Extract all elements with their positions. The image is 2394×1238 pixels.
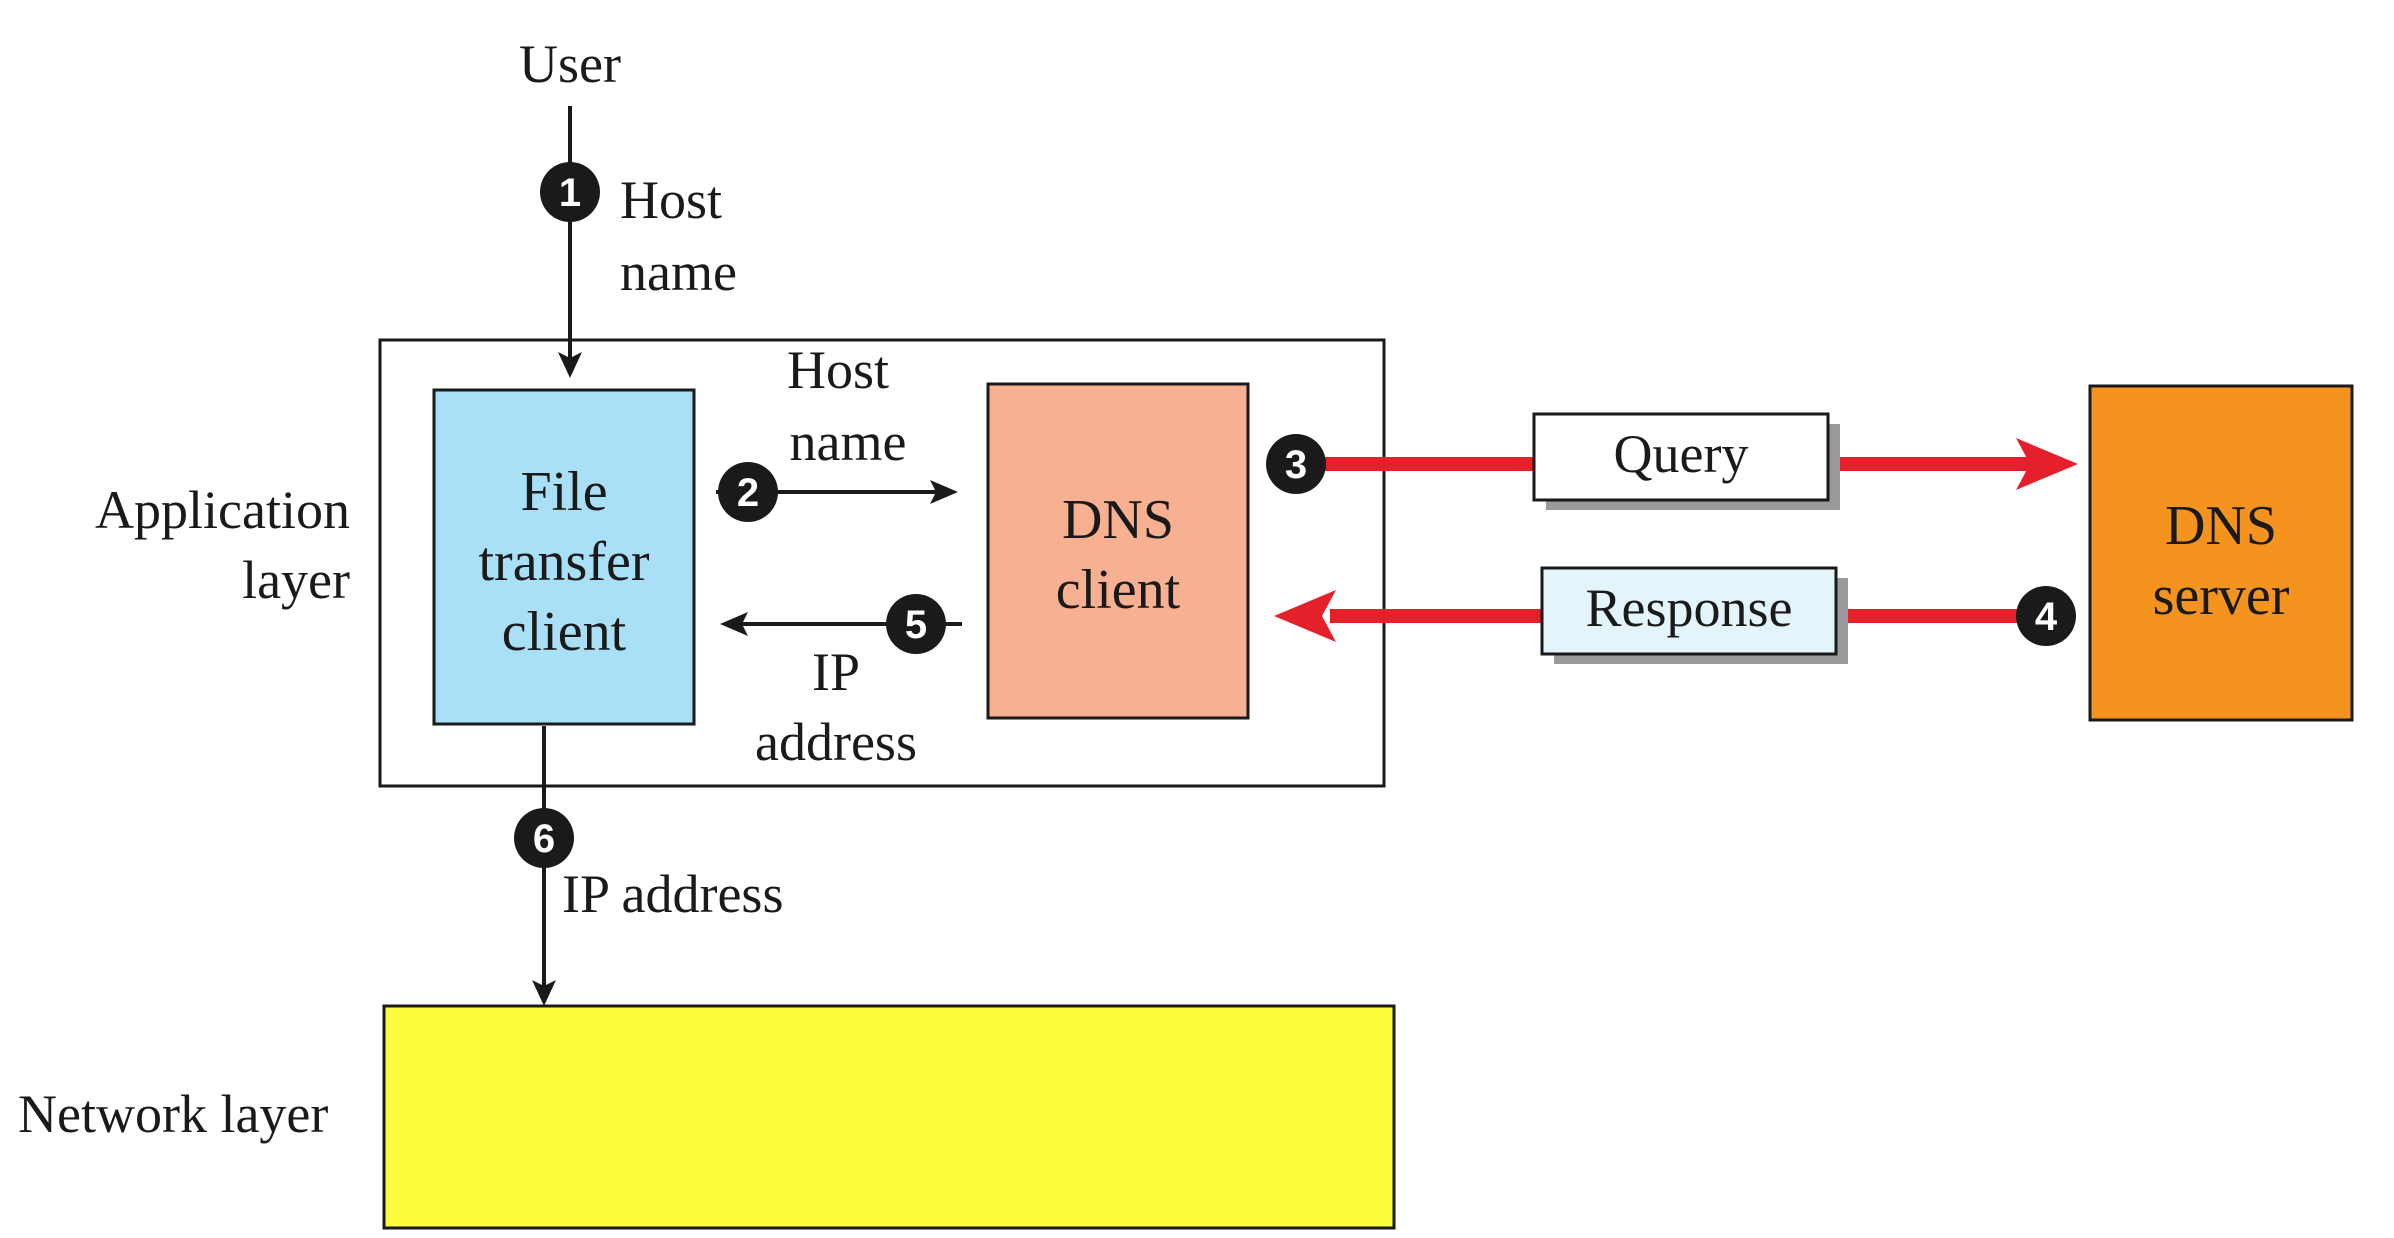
step2-label-line2: name [790,412,907,472]
response-label: Response [1586,578,1793,638]
query-label: Query [1614,424,1749,484]
network-layer-box [382,1004,1396,1230]
query-box: Query [1532,412,1840,510]
dns-server-box [2088,384,2354,722]
step3-badge: 3 [1266,434,1326,494]
step5-number: 5 [905,603,927,647]
dns-client-line2: client [1056,559,1181,621]
user-label: User [519,34,621,94]
step5-badge: 5 [886,594,946,654]
step6-badge: 6 [514,808,574,868]
file-transfer-client-line2: transfer [478,531,649,593]
step1-badge: 1 [540,162,600,222]
step1-number: 1 [559,171,581,215]
application-layer-label-line2: layer [242,550,350,610]
step5-label-line2: address [755,712,917,772]
step2-arrowhead [930,480,958,504]
step6-number: 6 [533,817,555,861]
dns-server-line2: server [2153,565,2290,627]
dns-client-line1: DNS [1062,489,1174,551]
step5-arrowhead [720,612,748,636]
step5-label-line1: IP [812,642,860,702]
step2-number: 2 [737,471,759,515]
file-transfer-client-box [432,388,696,726]
file-transfer-client-line1: File [520,461,607,523]
application-layer-label-line1: Application [95,480,350,540]
network-layer-label: Network layer [18,1084,328,1144]
step4-badge: 4 [2016,586,2076,646]
step4-number: 4 [2035,595,2058,639]
application-layer-box [378,338,1386,788]
dns-client-box [986,382,1250,720]
step2-badge: 2 [718,462,778,522]
dns-server-line1: DNS [2165,495,2277,557]
step3-number: 3 [1285,443,1307,487]
step1-label-line1: Host [620,170,722,230]
response-box: Response [1540,566,1848,664]
step6-arrowhead [532,980,556,1006]
step1-label-line2: name [620,242,737,302]
query-arrowhead [2016,438,2078,490]
step1-arrowhead [558,352,582,378]
step6-label: IP address [562,864,783,924]
file-transfer-client-line3: client [502,601,627,663]
response-arrowhead [1274,590,1336,642]
step2-label-line1: Host [787,340,889,400]
